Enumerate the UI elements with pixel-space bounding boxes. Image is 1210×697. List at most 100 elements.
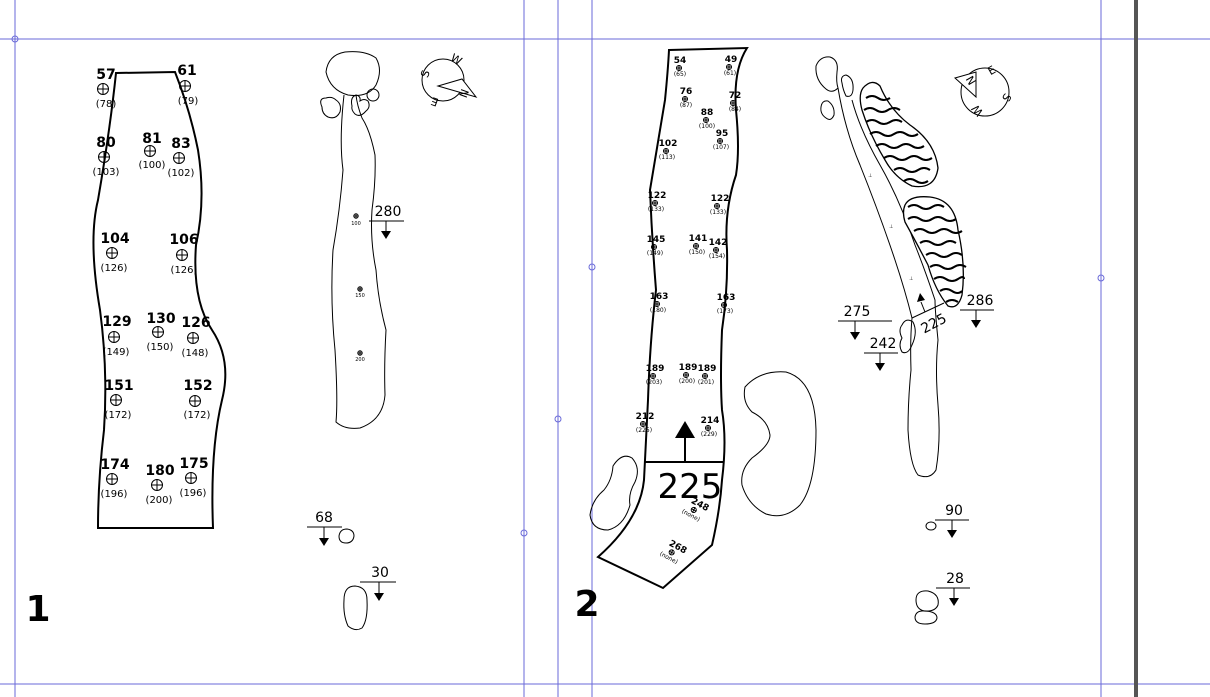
yardage-mark: 189 (200)	[679, 363, 698, 385]
yardage-mark: 268 (none)	[658, 539, 688, 566]
crosshair-icon	[176, 249, 188, 261]
yardage-mark: 126 (148)	[181, 315, 210, 359]
yardage-mark: 189 (203)	[646, 364, 665, 386]
hazard-carry-value: 286	[967, 293, 994, 309]
yardage-value: 72	[729, 91, 742, 101]
hole-2-hatched-bunker-upper	[859, 81, 939, 188]
front-yardage: (102)	[168, 168, 195, 179]
yardage-mark: 142 (154)	[709, 238, 728, 260]
pond-icon	[914, 610, 938, 625]
page-gutter	[1134, 0, 1138, 697]
hazard-carry-marker: 90	[925, 503, 969, 538]
yardage-value: 142	[709, 238, 728, 248]
yardage-value: 129	[102, 314, 131, 330]
crosshair-icon	[98, 151, 110, 163]
hazard-carry-value: 90	[945, 503, 963, 519]
crosshair-icon	[97, 83, 109, 95]
sketch-mark: 200	[355, 357, 365, 363]
hole-1-green-shape	[325, 51, 380, 96]
yardage-mark: 76 (87)	[680, 87, 693, 109]
crosshair-icon	[717, 138, 723, 144]
yardage-value: 189	[679, 363, 698, 373]
yardage-value: 104	[100, 231, 129, 247]
front-yardage: (154)	[709, 253, 725, 260]
front-yardage: (173)	[717, 308, 733, 315]
crosshair-icon	[357, 286, 363, 292]
yardage-value: 163	[717, 293, 736, 303]
crosshair-icon	[705, 425, 711, 431]
front-yardage: (87)	[680, 102, 692, 109]
front-yardage: (100)	[139, 160, 166, 171]
crosshair-icon	[108, 331, 120, 343]
yardage-value: 106	[169, 232, 198, 248]
pond-icon	[915, 590, 939, 612]
front-yardage: (61)	[724, 70, 736, 77]
crosshair-icon	[173, 152, 185, 164]
yardage-mark: 129 (149)	[102, 314, 131, 358]
yardage-mark: 54 (65)	[674, 56, 687, 78]
front-yardage: (133)	[710, 209, 726, 216]
hazard-carry-value: 280	[375, 204, 402, 220]
crosshair-icon	[703, 117, 709, 123]
yardage-mark: 189 (201)	[698, 364, 717, 386]
yardage-mark: 163 (180)	[650, 292, 669, 314]
front-yardage: (229)	[701, 431, 717, 438]
front-yardage: (79)	[178, 96, 199, 107]
hole-number: 2	[574, 584, 599, 625]
front-yardage: (none)	[658, 550, 679, 565]
yardage-value: 189	[646, 364, 665, 374]
yardage-value: 180	[145, 463, 174, 479]
crosshair-icon	[683, 372, 689, 378]
front-yardage: (107)	[713, 144, 729, 151]
crosshair-icon	[640, 421, 646, 427]
front-yardage: (180)	[650, 307, 666, 314]
yardage-mark: 141 (150)	[689, 234, 708, 256]
hazard-carry-value: 30	[371, 565, 389, 581]
front-yardage: (200)	[146, 495, 173, 506]
front-yardage: (149)	[103, 347, 130, 358]
hole-2-hatched-bunker-lower	[902, 196, 967, 308]
down-arrow-icon	[850, 332, 860, 340]
yardage-value: 145	[647, 235, 666, 245]
yardage-value: 88	[701, 108, 714, 118]
front-yardage: (201)	[698, 379, 714, 386]
yardage-value: 126	[181, 315, 210, 331]
down-arrow-icon	[381, 231, 391, 239]
front-yardage: (200)	[679, 378, 695, 385]
yardage-value: 212	[636, 412, 655, 422]
front-yardage: (172)	[184, 410, 211, 421]
front-yardage: (103)	[93, 167, 120, 178]
crosshair-icon	[650, 373, 656, 379]
yardage-mark: 80 (103)	[93, 135, 120, 178]
hole-1-fairway-outline	[92, 70, 227, 529]
down-arrow-icon	[875, 363, 885, 371]
sketch-layup-marker: 225	[911, 293, 950, 337]
crosshair-icon	[663, 148, 669, 154]
crosshair-icon	[187, 332, 199, 344]
front-yardage: (149)	[647, 250, 663, 257]
yardage-value: 151	[104, 378, 133, 394]
hole-2-fairway-sketch	[837, 87, 940, 478]
front-yardage: (78)	[96, 99, 117, 110]
hole-1-fairway-marks: 57 (78) 61 (79) 80 (103) 81 (100) 83	[93, 63, 213, 506]
layup-value: 225	[658, 467, 723, 507]
crosshair-icon	[726, 64, 732, 70]
yardage-value: 102	[659, 139, 678, 149]
front-yardage: (126)	[101, 263, 128, 274]
yardage-mark: 102 (113)	[659, 139, 678, 161]
sketch-mark: ⊥	[889, 224, 893, 230]
crosshair-icon	[185, 472, 197, 484]
yardage-mark: 81 (100)	[139, 131, 166, 171]
hole-2-sketch-bunker	[899, 319, 916, 354]
yardage-mark: 214 (229)	[701, 416, 720, 438]
yardage-value: 130	[146, 311, 175, 327]
sketch-mark: ⊥	[868, 173, 872, 179]
sketch-mark: ⊥	[909, 276, 913, 282]
front-yardage: (150)	[689, 249, 705, 256]
front-yardage: (100)	[699, 123, 715, 130]
hazard-carry-marker: 28	[914, 571, 970, 625]
hazard-carry-marker: 280	[369, 204, 404, 239]
front-yardage: (65)	[674, 71, 686, 78]
